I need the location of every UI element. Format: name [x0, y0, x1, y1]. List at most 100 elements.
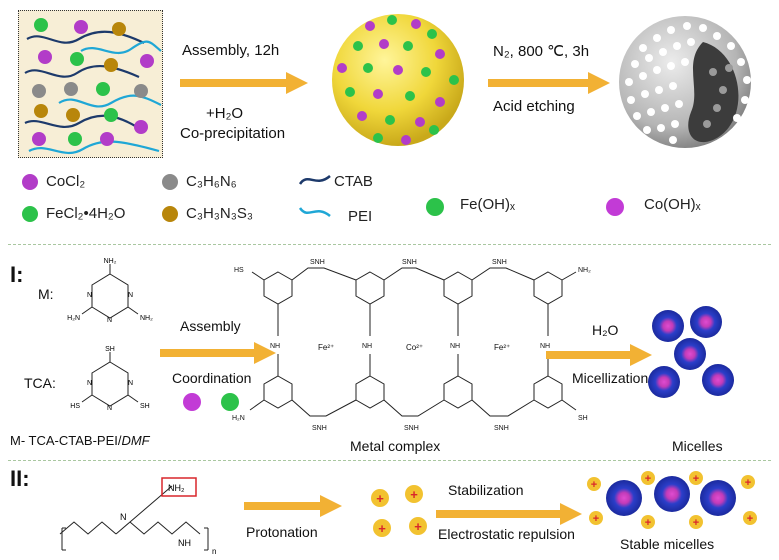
charge-3: + — [378, 521, 386, 536]
feoh-label: Fe(OH)ₓ — [460, 196, 515, 213]
pei-nh2: NH₂ — [168, 483, 185, 493]
ion-co: Co²⁺ — [406, 343, 423, 352]
acid-etching-label: Acid etching — [493, 98, 575, 115]
plus-water-label: +H₂O — [206, 105, 244, 122]
complex-snh-4: SNH — [312, 425, 327, 432]
ion-fe-1: Fe²⁺ — [318, 343, 334, 352]
assembly-label: Assembly — [180, 318, 241, 334]
melamine-top-nh2: NH₂ — [104, 258, 117, 265]
assembly-arrow — [180, 72, 308, 94]
pei-subscript-n: n — [212, 547, 216, 556]
melamine-n1: N — [128, 292, 133, 299]
fecl2-marker — [22, 206, 38, 222]
stabilization-arrow — [436, 503, 582, 525]
complex-snh-2: SNH — [402, 259, 417, 266]
charge-2: + — [410, 487, 418, 502]
melamine-n3: N — [107, 317, 112, 324]
feoh-marker — [426, 198, 444, 216]
micelles-cluster — [648, 306, 734, 398]
melamine-label: M: — [38, 286, 54, 302]
pei-nh: NH — [178, 538, 191, 548]
micelles-caption: Micelles — [672, 438, 723, 454]
c3h6n6-label: C₃H₆N₆ — [186, 173, 237, 190]
tca-right-sh: SH — [140, 403, 150, 410]
section-2-numeral: II: — [10, 466, 30, 491]
porous-carbon-sphere — [619, 16, 751, 148]
co-precipitation-label: Co-precipitation — [180, 125, 286, 142]
stable-charge-6: + — [693, 473, 699, 485]
pei-line-marker — [298, 207, 331, 218]
tca-structure: SH SH HS N N N — [70, 346, 150, 412]
stable-charge-7: + — [745, 477, 751, 489]
complex-nh-1: NH — [270, 343, 280, 350]
complex-sh-right: SH — [578, 415, 588, 422]
stable-micelles-caption: Stable micelles — [620, 536, 715, 552]
solution-label: M- TCA-CTAB-PEI/DMF — [10, 433, 150, 448]
melamine-structure: NH₂ NH₂ H₂N N N N — [67, 258, 153, 324]
metal-complex-structure: HS NH₂ SNH SNH SNH NH NH NH NH H₂N SH SN… — [232, 259, 591, 432]
coordination-arrow — [160, 342, 276, 364]
tca-top-sh: SH — [105, 346, 115, 353]
stable-charge-4: + — [645, 473, 651, 485]
metal-ion-markers — [183, 393, 239, 411]
cooh-marker — [606, 198, 624, 216]
stable-charge-5: + — [693, 517, 699, 529]
stable-charge-2: + — [593, 513, 599, 525]
complex-snh-6: SNH — [494, 425, 509, 432]
nitrogen-condition-label: N₂, 800 ℃, 3h — [493, 43, 590, 60]
tca-n1: N — [128, 380, 133, 387]
stabilization-label: Stabilization — [448, 482, 524, 498]
tca-n2: N — [87, 380, 92, 387]
complex-snh-5: SNH — [404, 425, 419, 432]
charge-1: + — [376, 491, 384, 506]
fecl2-label: FeCl₂•4H₂O — [46, 205, 126, 222]
complex-h2n-left: H₂N — [232, 415, 245, 422]
water-label: H₂O — [592, 322, 619, 338]
complex-nh2-right: NH₂ — [578, 267, 591, 274]
pei-label: PEI — [348, 208, 373, 225]
cooh-label: Co(OH)ₓ — [644, 196, 701, 213]
nh2-highlight-box — [161, 477, 197, 497]
ion-fe-2: Fe²⁺ — [494, 343, 510, 352]
complex-nh-2: NH — [362, 343, 372, 350]
electrostatic-repulsion-label: Electrostatic repulsion — [438, 526, 575, 542]
stable-charge-3: + — [645, 517, 651, 529]
section-1-numeral: I: — [10, 262, 24, 287]
metal-complex-caption: Metal complex — [350, 438, 441, 454]
assembly-12h-label: Assembly, 12h — [182, 42, 280, 59]
complex-nh-4: NH — [540, 343, 550, 350]
ctab-line-marker — [298, 174, 331, 185]
protonation-label: Protonation — [246, 524, 318, 540]
cocl2-label: CoCl₂ — [46, 173, 86, 190]
tca-n3: N — [107, 405, 112, 412]
etching-arrow — [488, 72, 610, 94]
precursor-box — [18, 10, 163, 158]
micellization-arrow — [546, 344, 652, 366]
melamine-left-h2n: H₂N — [67, 315, 80, 322]
precursor-mixture-graphic — [24, 18, 162, 155]
positive-charges-cluster: + + + + — [371, 485, 427, 537]
complex-nh-3: NH — [450, 343, 460, 350]
micellization-label: Micellization — [572, 370, 649, 386]
stable-charge-8: + — [747, 513, 753, 525]
protonation-arrow — [244, 495, 342, 517]
complex-snh-3: SNH — [492, 259, 507, 266]
ctab-label: CTAB — [334, 173, 373, 190]
section-divider-2 — [8, 460, 771, 461]
stable-micelles-cluster: + + + + + + + + — [587, 471, 757, 529]
pei-structure: NH₂ N NH n — [59, 477, 216, 556]
charge-4: + — [414, 519, 422, 534]
c3h3n3s3-marker — [162, 206, 178, 222]
pei-n: N — [120, 512, 127, 522]
yellow-sphere — [332, 14, 464, 146]
tca-label: TCA: — [24, 375, 56, 391]
coordination-label: Coordination — [172, 370, 252, 386]
melamine-n2: N — [87, 292, 92, 299]
c3h6n6-marker — [162, 174, 178, 190]
melamine-right-nh2: NH₂ — [140, 315, 153, 322]
section-divider-1 — [8, 244, 771, 245]
stable-charge-1: + — [591, 479, 597, 491]
tca-left-hs: HS — [70, 403, 80, 410]
cocl2-marker — [22, 174, 38, 190]
complex-snh-1: SNH — [310, 259, 325, 266]
